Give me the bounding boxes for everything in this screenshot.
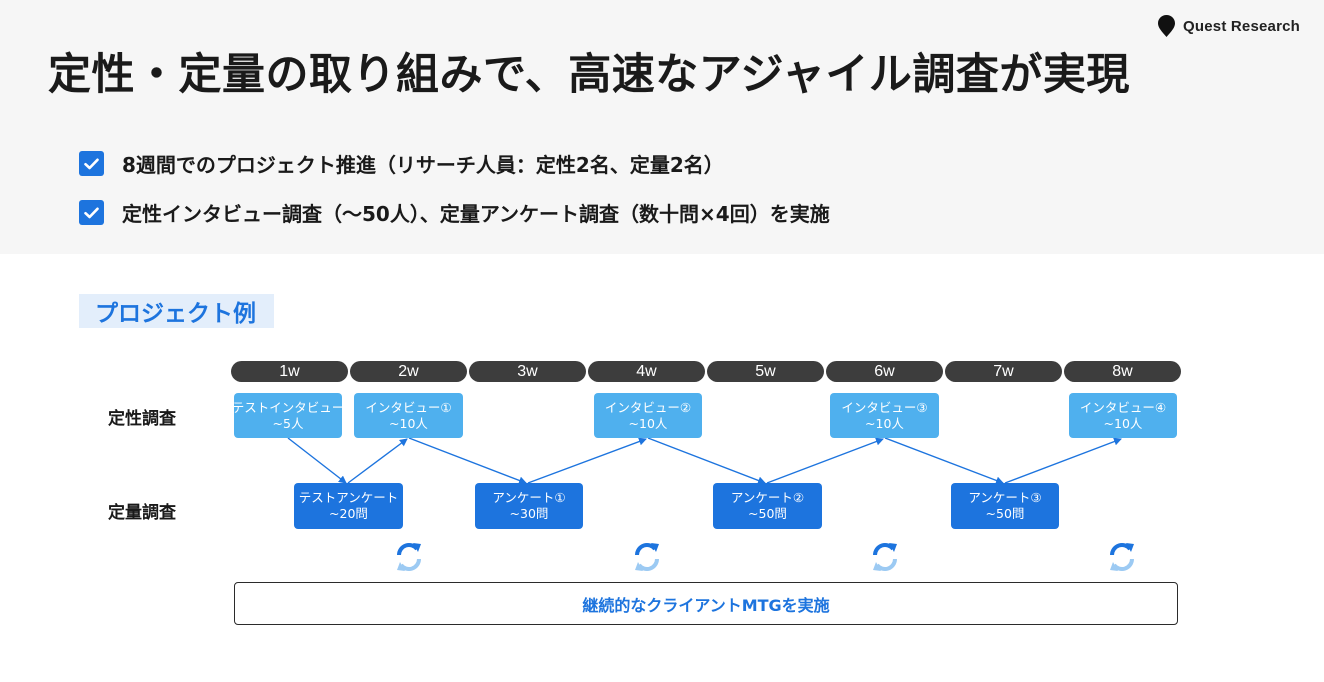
step-amount: ~20問 — [329, 506, 368, 521]
refresh-cycle-icon — [1110, 543, 1134, 571]
mtg-label: 継続的なクライアントMTGを実施 — [582, 595, 830, 615]
step-name: テストインタビュー — [231, 399, 345, 415]
week-pill: 5w — [707, 361, 824, 382]
quantitative-step: アンケート③ ~50問 — [951, 483, 1059, 529]
row-label-qualitative: 定性調査 — [108, 409, 176, 429]
step-name: アンケート② — [730, 490, 805, 505]
week-pill: 7w — [945, 361, 1062, 382]
week-pill: 4w — [588, 361, 705, 382]
quantitative-step: テストアンケート ~20問 — [294, 483, 403, 529]
bullet-item: 定性インタビュー調査（〜50人）、定量アンケート調査（数十問×4回）を実施 — [79, 198, 830, 227]
refresh-cycle-icon — [635, 543, 659, 571]
check-icon — [79, 151, 104, 176]
flow-arrow — [408, 437, 527, 485]
flow-arrow — [884, 437, 1004, 485]
week-pill: 8w — [1064, 361, 1181, 382]
step-amount: ~10人 — [628, 415, 668, 431]
flow-arrow — [527, 437, 647, 484]
step-amount: ~30問 — [509, 506, 549, 521]
flow-arrow — [1004, 437, 1122, 484]
page-title: 定性・定量の取り組みで、高速なアジャイル調査が実現 — [48, 50, 1130, 100]
example-label: プロジェクト例 — [95, 301, 256, 327]
step-name: インタビュー③ — [841, 399, 928, 415]
step-amount: ~10人 — [389, 415, 428, 431]
flow-arrow — [766, 437, 884, 484]
refresh-cycle-icon — [873, 543, 897, 571]
qualitative-step: テストインタビュー ~5人 — [231, 393, 345, 438]
client-mtg-banner: 継続的なクライアントMTGを実施 — [234, 582, 1178, 625]
bullet-item: 8週間でのプロジェクト推進（リサーチ人員：定性2名、定量2名） — [79, 149, 724, 178]
week-pill: 2w — [350, 361, 467, 382]
step-amount: ~5人 — [272, 415, 304, 431]
step-amount: ~50問 — [985, 506, 1025, 521]
flow-arrow — [647, 437, 766, 485]
step-name: インタビュー① — [365, 399, 452, 415]
quantitative-step: アンケート② ~50問 — [713, 483, 822, 529]
refresh-cycle-icon — [397, 543, 421, 571]
step-amount: ~50問 — [748, 506, 787, 521]
brand-logo-icon — [1158, 15, 1175, 37]
week-pill: 3w — [469, 361, 586, 382]
bullet-text: 8週間でのプロジェクト推進（リサーチ人員：定性2名、定量2名） — [122, 153, 724, 177]
step-name: アンケート① — [492, 490, 566, 505]
step-name: インタビュー② — [604, 399, 692, 415]
qualitative-step: インタビュー① ~10人 — [354, 393, 463, 438]
header-band — [0, 0, 1324, 254]
qualitative-step: インタビュー② ~10人 — [594, 393, 702, 438]
step-name: インタビュー④ — [1079, 399, 1167, 415]
brand: Quest Research — [1158, 15, 1300, 37]
quantitative-step: アンケート① ~30問 — [475, 483, 583, 529]
step-name: テストアンケート — [298, 490, 399, 505]
brand-name: Quest Research — [1183, 17, 1301, 35]
row-label-quantitative: 定量調査 — [108, 503, 176, 523]
qualitative-step: インタビュー③ ~10人 — [830, 393, 939, 438]
flow-arrow — [347, 438, 408, 484]
step-amount: ~10人 — [1103, 415, 1143, 431]
bullet-text: 定性インタビュー調査（〜50人）、定量アンケート調査（数十問×4回）を実施 — [122, 202, 830, 226]
step-name: アンケート③ — [968, 490, 1042, 505]
flow-arrow — [287, 437, 347, 484]
qualitative-step: インタビュー④ ~10人 — [1069, 393, 1177, 438]
week-pill: 1w — [231, 361, 348, 382]
example-tag: プロジェクト例 — [79, 294, 274, 328]
check-icon — [79, 200, 104, 225]
week-pill: 6w — [826, 361, 943, 382]
step-amount: ~10人 — [865, 415, 904, 431]
